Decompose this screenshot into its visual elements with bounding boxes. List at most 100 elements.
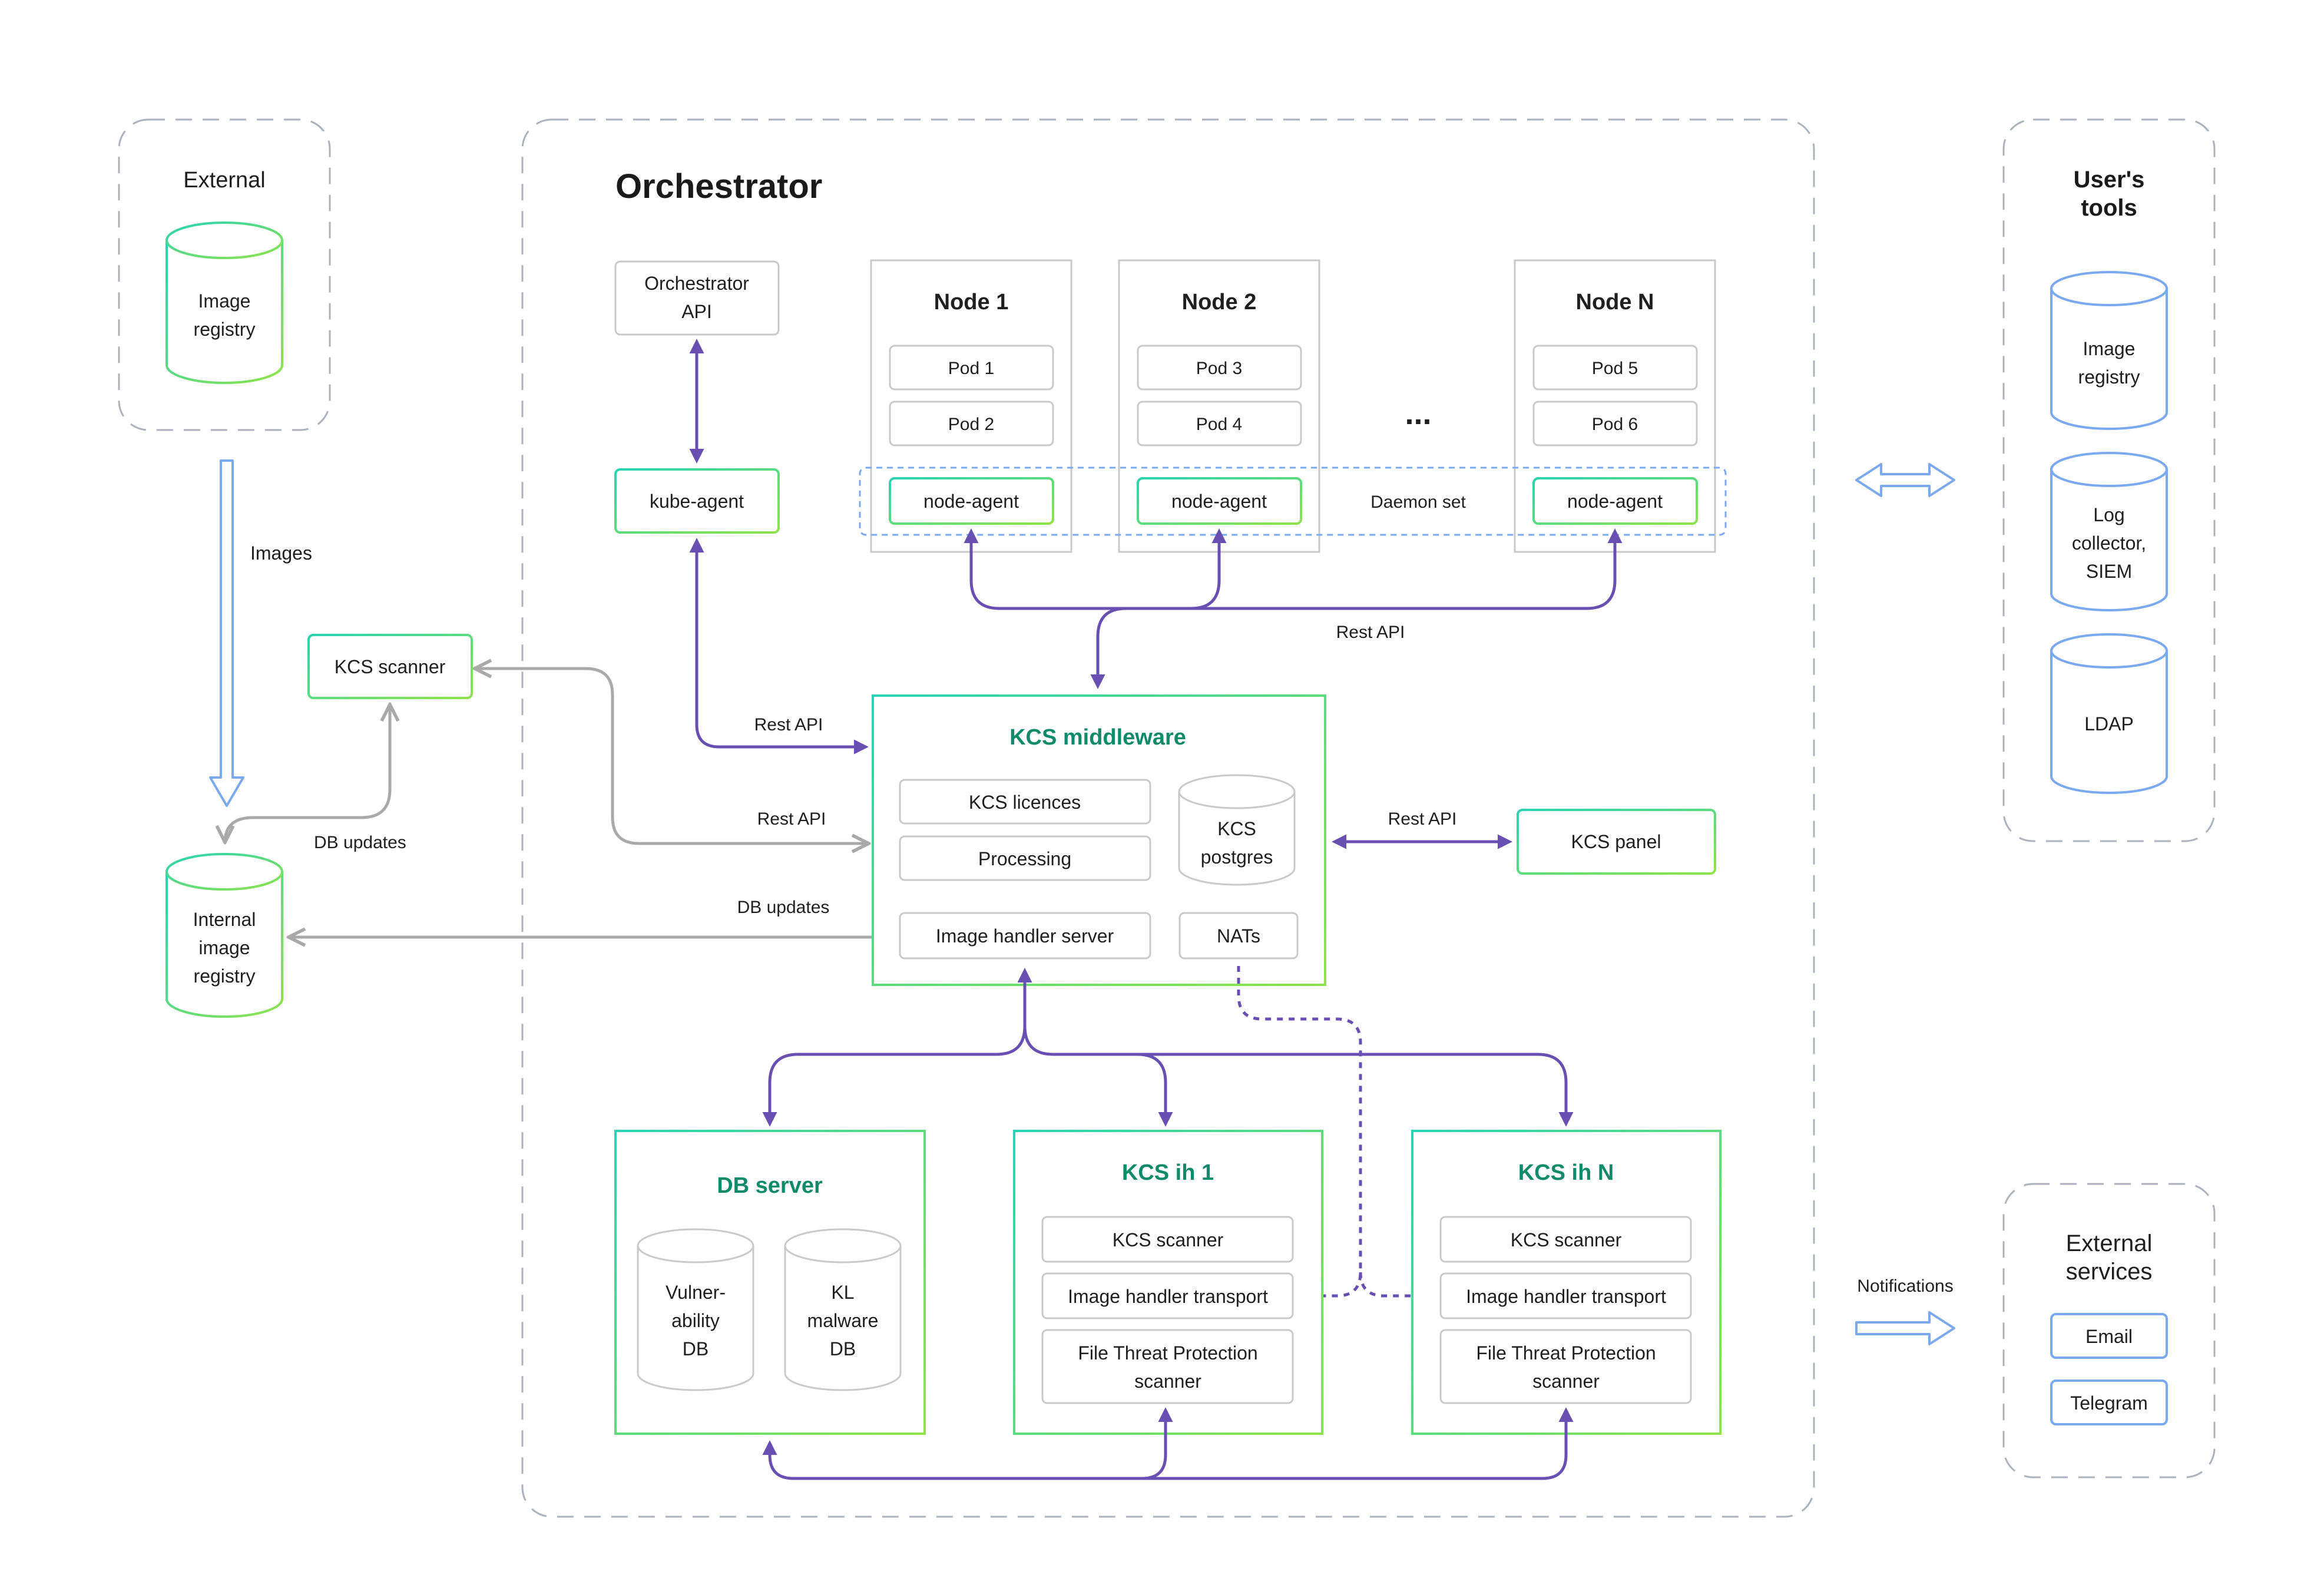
log-line3: SIEM [2086,561,2132,582]
scanner-internal-db-updates-wire [225,704,390,842]
kl-line3: DB [830,1338,856,1359]
kube-agent-box [614,468,780,534]
internal-registry-line1: Internal [193,909,256,930]
external-registry-line2: registry [194,319,256,340]
users-registry-line1: Image [2083,338,2136,359]
postgres-line1: KCS [1217,818,1256,839]
node-2-agent-box [1137,477,1302,525]
images-label: Images [250,542,312,564]
middleware-title: KCS middleware [1009,725,1186,750]
nats-label: NATs [1217,925,1260,947]
orchestrator-title: Orchestrator [615,167,822,206]
ih1-ftp-line1: File Threat Protection [1078,1342,1257,1364]
rest-api-panel-label: Rest API [1388,809,1457,829]
internal-registry-cylinder [165,853,283,1018]
daemon-set-band [859,467,1727,536]
external-image-registry-cylinder [165,221,283,384]
node-1-title: Node 1 [934,290,1009,315]
external-services-line2: services [2066,1259,2153,1285]
rest-api-nodes-label: Rest API [1336,623,1405,642]
node-2-title: Node 2 [1182,290,1257,315]
node-1-pod-a-label: Pod 1 [948,359,994,378]
node-1-agent-label: node-agent [923,491,1019,512]
users-tools-double-arrow [1855,463,1955,497]
kcs-postgres-cylinder [1178,774,1296,886]
external-services-container [2002,1183,2216,1478]
kcs-panel-label: KCS panel [1571,831,1661,852]
external-title: External [183,168,265,193]
scanner-middleware-rest-wire [475,669,869,843]
nodes-ellipsis: ... [1405,396,1431,431]
kcs-scanner-left-box [307,634,473,699]
db-server-title: DB server [717,1173,823,1198]
ih1-title: KCS ih 1 [1122,1160,1214,1185]
telegram-label: Telegram [2070,1392,2148,1414]
node-1-pod-b-label: Pod 2 [948,415,994,434]
ldap-label: LDAP [2084,713,2134,735]
postgres-line2: postgres [1201,846,1273,868]
ihn-ftp-line1: File Threat Protection [1476,1342,1656,1364]
vuln-line1: Vulner- [666,1282,726,1303]
kl-line2: malware [807,1310,879,1331]
kl-line1: KL [831,1282,854,1303]
image-handler-server-label: Image handler server [936,925,1114,947]
vulnerability-db-cylinder [637,1228,754,1391]
internal-registry-line2: image [198,937,250,958]
db-updates-left-label: DB updates [314,833,406,852]
users-tools-title-line1: User's [2074,167,2145,193]
node-n-pod-b-label: Pod 6 [1592,415,1638,434]
internal-registry-line3: registry [194,965,256,987]
node-1-agent-box [889,477,1054,525]
rest-api-scanner-label: Rest API [757,809,826,829]
node-2-agent-label: node-agent [1171,491,1267,512]
email-box [2050,1313,2168,1359]
ih1-scanner-box [1041,1216,1294,1263]
node-n-agent-label: node-agent [1567,491,1663,512]
users-image-registry-cylinder [2050,271,2168,430]
notifications-arrow [1855,1311,1955,1345]
licences-box [899,779,1151,825]
ihn-title: KCS ih N [1518,1160,1614,1185]
ih1-ftp-line2: scanner [1134,1371,1201,1392]
orchestrator-api-line1: Orchestrator [644,273,749,294]
ihn-transport-box [1439,1272,1692,1319]
external-services-line1: External [2066,1230,2153,1256]
node-1-pod-b [889,401,1054,446]
db-updates-internal-label: DB updates [737,898,830,917]
kcs-panel-box [1517,809,1716,875]
node-2-pod-a [1137,345,1302,391]
middleware-workers-wire [768,971,1568,1122]
rest-api-kube-label: Rest API [754,715,823,735]
orchestrator-api-line2: API [681,301,712,322]
telegram-box [2050,1379,2168,1425]
nats-box [1178,912,1299,960]
ihn-ftp-box [1439,1329,1692,1404]
ihn-transport-label: Image handler transport [1466,1286,1666,1307]
log-collector-cylinder [2050,452,2168,611]
ih1-scanner-label: KCS scanner [1113,1229,1224,1250]
kube-agent-label: kube-agent [650,491,744,512]
ihn-scanner-label: KCS scanner [1511,1229,1622,1250]
kube-agent-middleware-wire [689,538,869,755]
orchestrator-api-box [614,260,780,336]
licences-label: KCS licences [969,792,1081,813]
nats-transport-dotted-wire [1237,966,1431,1298]
node-n-pod-b [1532,401,1698,446]
node-n-pod-a-label: Pod 5 [1592,359,1638,378]
kl-malware-db-cylinder [784,1228,902,1391]
processing-box [899,835,1151,881]
image-handler-server-box [899,912,1151,960]
kcs-scanner-left-label: KCS scanner [335,656,446,677]
external-registry-line1: Image [198,290,251,312]
ih1-transport-label: Image handler transport [1068,1286,1268,1307]
node-2-pod-a-label: Pod 3 [1196,359,1242,378]
bottom-bus-wire [768,1411,1568,1480]
ldap-cylinder [2050,633,2168,794]
log-line1: Log [2093,504,2124,525]
node-n-title: Node N [1576,290,1654,315]
users-registry-line2: registry [2078,366,2140,388]
node-2-pod-b [1137,401,1302,446]
ih1-ftp-box [1041,1329,1294,1404]
daemon-set-label: Daemon set [1370,492,1466,512]
